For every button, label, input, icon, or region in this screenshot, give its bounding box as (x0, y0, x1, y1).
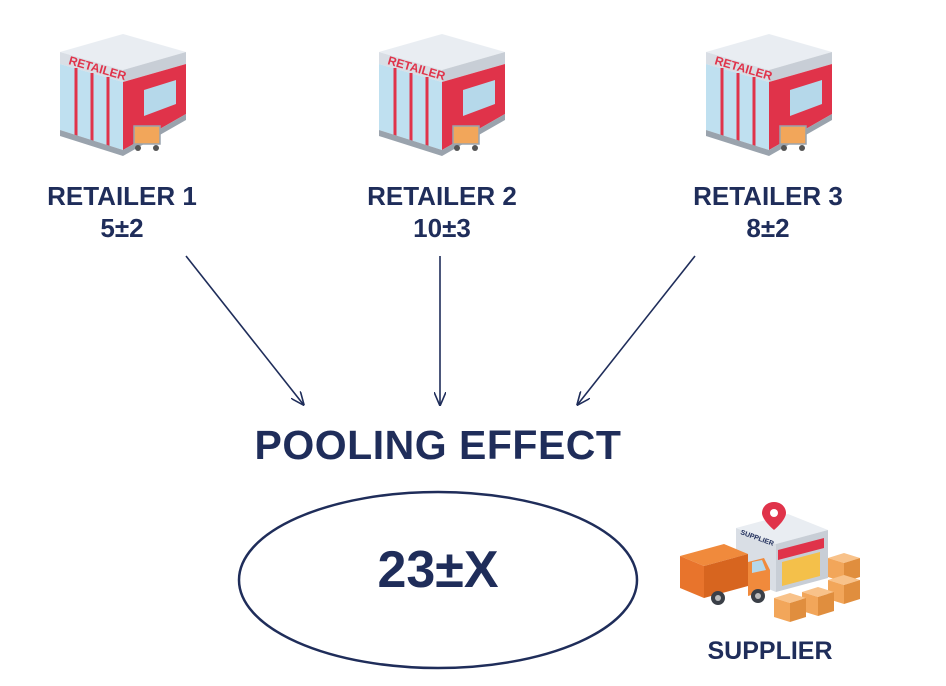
retailer-value: 10±3 (413, 213, 471, 243)
retailer-value: 8±2 (746, 213, 790, 243)
retailer-name: RETAILER 3 (693, 181, 843, 211)
pooling-result: 23±X (377, 541, 499, 599)
arrow-retailer-1 (185, 255, 303, 404)
retailer-value: 5±2 (100, 213, 144, 243)
retailer-1-label: RETAILER 1 5±2 (22, 180, 222, 244)
retailer-store-icon: RETAILER (706, 34, 832, 156)
pooling-title: POOLING EFFECT (254, 422, 622, 468)
retailer-3-label: RETAILER 3 8±2 (668, 180, 868, 244)
retailer-store-icon: RETAILER (60, 34, 186, 156)
retailer-name: RETAILER 2 (367, 181, 517, 211)
supplier-icon: SUPPLIER (680, 502, 860, 622)
retailer-2-label: RETAILER 2 10±3 (342, 180, 542, 244)
retailer-store-icon: RETAILER (379, 34, 505, 156)
pool-ellipse (237, 490, 639, 670)
retailer-name: RETAILER 1 (47, 181, 197, 211)
supplier-label: SUPPLIER (707, 637, 833, 665)
arrow-retailer-3 (578, 255, 696, 404)
